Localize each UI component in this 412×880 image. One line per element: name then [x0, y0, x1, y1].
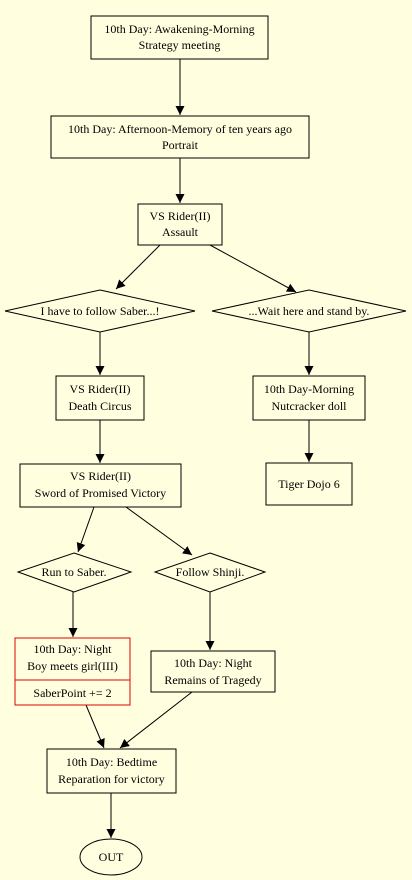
node-label: OUT [99, 850, 124, 864]
node-line2: Nutcracker doll [272, 399, 348, 413]
node-vs-rider-assault: VS Rider(II) Assault [137, 203, 223, 246]
node-line2: Strategy meeting [139, 38, 221, 52]
node-line1: 10th Day: Awakening-Morning [104, 22, 254, 36]
edge-n8-n10 [85, 704, 105, 749]
node-line1: 10th Day: Afternoon-Memory of ten years … [68, 122, 292, 136]
edge-n9-n10 [119, 691, 193, 749]
node-line1: 10th Day-Morning [264, 382, 354, 396]
choice-label: Run to Saber. [42, 565, 107, 579]
node-out: OUT [79, 838, 143, 876]
choice-wait-here: ...Wait here and stand by. [211, 289, 407, 333]
node-line2: Reparation for victory [58, 772, 165, 786]
choice-label: ...Wait here and stand by. [249, 304, 370, 318]
node-line1: 10th Day: Bedtime [66, 755, 157, 769]
choice-label: Follow Shinji. [176, 565, 245, 579]
node-vs-rider-sword: VS Rider(II) Sword of Promised Victory [19, 463, 182, 508]
node-night-boy-meets-girl: 10th Day: Night Boy meets girl(III) Sabe… [14, 637, 131, 706]
node-vs-rider-death-circus: VS Rider(II) Death Circus [55, 375, 145, 421]
node-line1: VS Rider(II) [70, 382, 131, 396]
node-line2: Portrait [162, 138, 199, 152]
node-morning-nutcracker: 10th Day-Morning Nutcracker doll [252, 375, 366, 421]
node-line2: Boy meets girl(III) [27, 659, 118, 673]
node-line1: 10th Day: Night [34, 642, 113, 656]
edge-n3-d2 [209, 244, 297, 293]
edge-n6-d3 [76, 506, 95, 553]
node-night-remains-of-tragedy: 10th Day: Night Remains of Tragedy [150, 650, 276, 693]
node-afternoon-memory: 10th Day: Afternoon-Memory of ten years … [50, 115, 310, 159]
edge-n6-d4 [125, 506, 193, 556]
node-line2: Assault [162, 225, 199, 239]
node-extra: SaberPoint += 2 [33, 686, 111, 700]
node-awakening-morning: 10th Day: Awakening-Morning Strategy mee… [90, 15, 269, 60]
node-line2: Sword of Promised Victory [35, 486, 166, 500]
node-line1: VS Rider(II) [150, 209, 211, 223]
node-line2: Remains of Tragedy [164, 673, 261, 687]
node-label: Tiger Dojo 6 [278, 477, 340, 491]
choice-follow-shinji: Follow Shinji. [153, 552, 267, 593]
edge-n3-d1 [115, 244, 161, 290]
choice-label: I have to follow Saber...! [41, 304, 160, 318]
choice-follow-saber: I have to follow Saber...! [4, 289, 196, 333]
node-tiger-dojo: Tiger Dojo 6 [265, 462, 353, 506]
node-line1: VS Rider(II) [70, 469, 131, 483]
node-bedtime-reparation: 10th Day: Bedtime Reparation for victory [46, 748, 177, 794]
choice-run-to-saber: Run to Saber. [16, 552, 133, 593]
node-line2: Death Circus [69, 399, 132, 413]
edges [68, 59, 314, 838]
node-line1: 10th Day: Night [174, 656, 253, 670]
